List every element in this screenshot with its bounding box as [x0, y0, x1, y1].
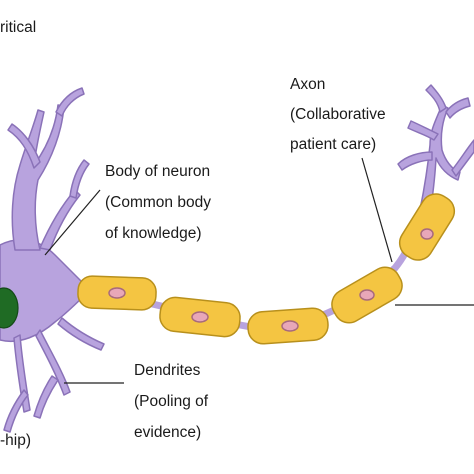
leader-lines: [44, 157, 474, 384]
cell-body: [0, 87, 105, 433]
schwann-nucleus: [420, 228, 434, 240]
schwann-nucleus: [108, 287, 126, 299]
schwann-nucleus: [191, 311, 209, 323]
body-leader-line: [44, 189, 101, 256]
soma: [0, 239, 91, 342]
myelin-sheaths: [77, 193, 456, 345]
axon-label-line2: (Collaborative: [290, 106, 386, 123]
dendrites-label-line3: evidence): [134, 424, 202, 441]
myelin-sheath: [77, 275, 157, 311]
top-left-label: ritical: [0, 19, 37, 36]
dendrites-label-title: Dendrites: [134, 362, 201, 379]
body-label-line3: of knowledge): [105, 225, 202, 242]
bottom-left-label: -hip): [0, 432, 32, 449]
myelin-sheath: [331, 266, 403, 324]
body-label-title: Body of neuron: [105, 163, 211, 180]
body-label-line2: (Common body: [105, 194, 211, 211]
nucleus: [0, 287, 19, 329]
axon-leader-line: [361, 157, 393, 263]
axon-terminal: [397, 84, 474, 216]
dendrites-label-line2: (Pooling of: [134, 393, 209, 410]
axon-label-line3: patient care): [290, 136, 377, 153]
axon-label-title: Axon: [290, 76, 326, 93]
myelin-sheath: [398, 193, 456, 261]
schwann-nucleus: [281, 320, 299, 332]
myelin-sheath: [159, 296, 241, 338]
myelin-sheath: [247, 307, 329, 345]
schwann-nucleus: [359, 289, 375, 301]
